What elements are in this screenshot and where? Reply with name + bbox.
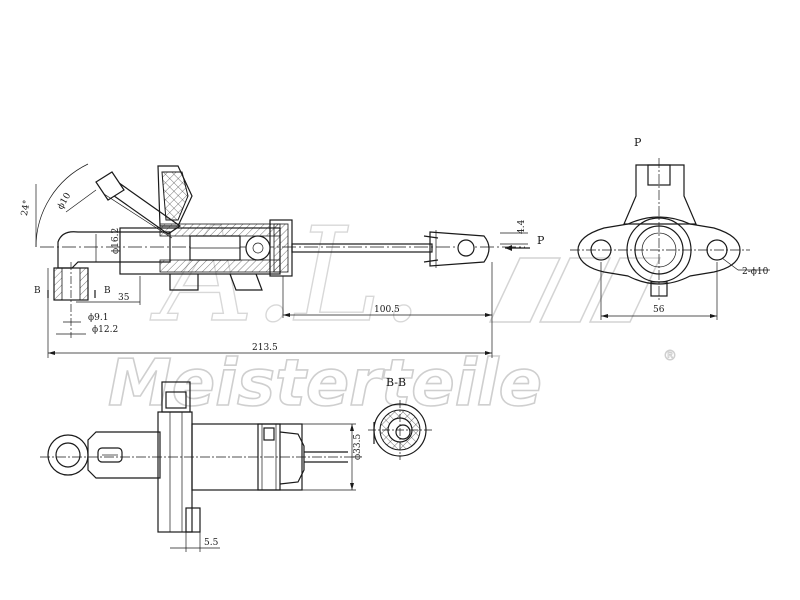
bottom-dia-large-dimension: ϕ12.2 xyxy=(92,325,118,335)
bottom-port xyxy=(53,262,89,338)
side-view: 24° ϕ10 ϕ16.2 B B 4.4 P xyxy=(20,163,545,358)
view-arrow-label: P xyxy=(537,234,545,247)
section-marker-left: B xyxy=(34,286,41,296)
section-marker-right: B xyxy=(104,286,111,296)
watermark-logo-mark: A.L. xyxy=(150,199,423,351)
bottom-flange xyxy=(157,411,193,533)
bottom-dia-small-dimension: ϕ9.1 xyxy=(88,313,108,323)
watermark-slashes xyxy=(488,257,662,323)
watermark-brand: Meisterteile xyxy=(108,347,542,421)
reservoir-boss xyxy=(157,165,193,227)
bore-diameter-dimension: ϕ16.2 xyxy=(111,228,121,254)
angle-dimension: 24° xyxy=(20,199,33,216)
section-view-title: B-B xyxy=(386,376,406,389)
offset-dimension: 4.4 xyxy=(517,219,527,234)
dimension-lines xyxy=(47,262,493,358)
push-rod xyxy=(291,243,433,253)
ring-eye xyxy=(47,434,89,476)
watermark-registered: ® xyxy=(663,348,677,364)
flange-thickness-dimension: 5.5 xyxy=(204,538,219,548)
end-view-title: P xyxy=(634,136,642,149)
overall-length-dimension: 213.5 xyxy=(252,343,278,353)
elbow-port xyxy=(57,231,171,269)
hole-spacing-dimension: 56 xyxy=(653,305,665,315)
hole-spec-dimension: 2-ϕ10 xyxy=(742,267,769,277)
end-view: P 56 2-ϕ10 xyxy=(570,136,770,320)
bottom-diameter-dimension: ϕ33.5 xyxy=(353,434,363,460)
rod-clevis xyxy=(423,230,490,268)
mounting-flange xyxy=(169,274,199,291)
body-hatch-bottom xyxy=(159,259,281,273)
ball-joint xyxy=(245,235,271,261)
bottom-view: ϕ33.5 5.5 xyxy=(40,381,363,552)
section-view: B-B xyxy=(368,376,432,460)
body-hatch-top xyxy=(159,223,281,237)
rod-length-dimension: 100.5 xyxy=(374,305,400,315)
port-spacing-dimension: 35 xyxy=(118,293,130,303)
